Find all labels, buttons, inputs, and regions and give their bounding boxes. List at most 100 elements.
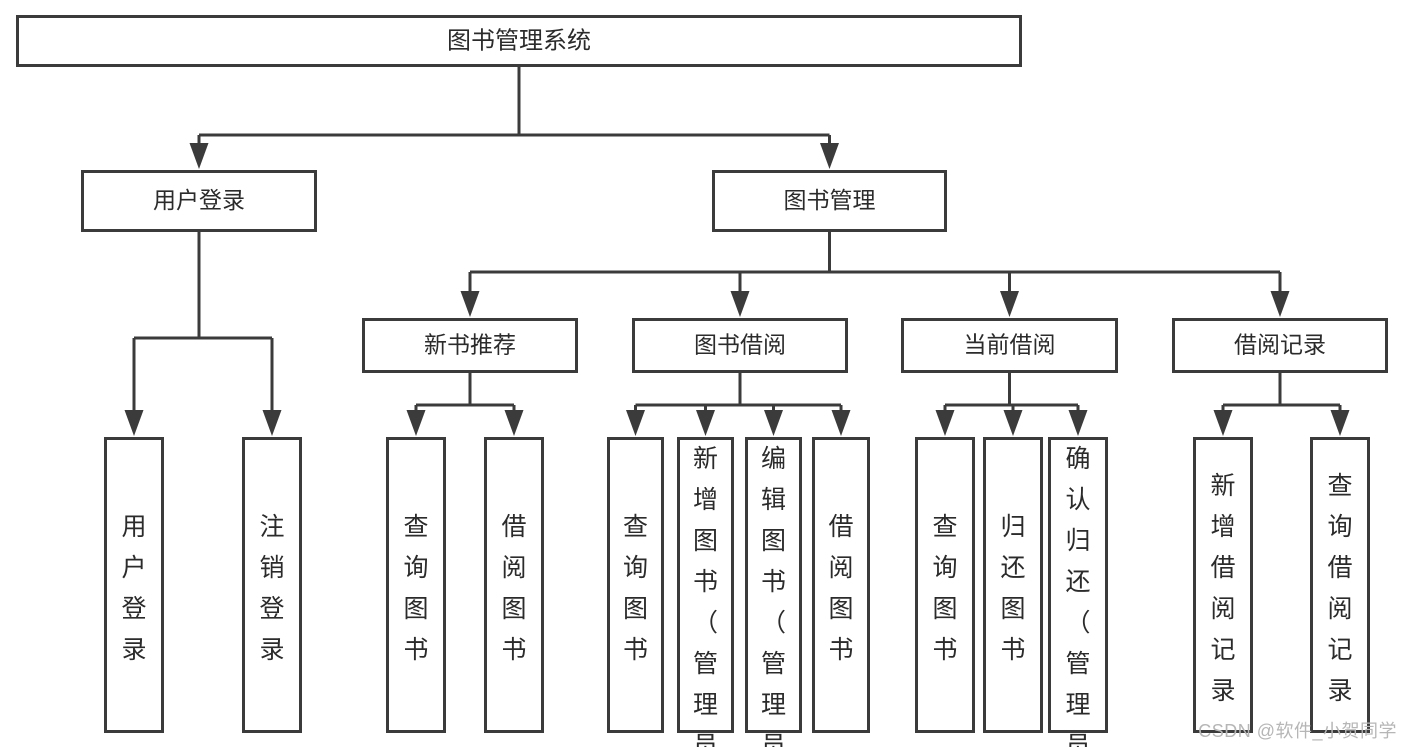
node-leaf-user-login[interactable]: 用户登录 bbox=[104, 437, 164, 733]
arrow-head-icon bbox=[1068, 410, 1088, 436]
node-label-char: 书 bbox=[761, 568, 786, 596]
node-label-char: （ bbox=[1065, 609, 1090, 637]
node-label-char: 书 bbox=[693, 568, 718, 596]
node-box bbox=[1048, 437, 1108, 733]
arrow-head-icon bbox=[1213, 410, 1233, 436]
node-borrow-record[interactable]: 借阅记录 bbox=[1172, 318, 1388, 373]
arrow-head-icon bbox=[935, 410, 955, 436]
node-box bbox=[632, 318, 848, 373]
node-label-char: 还 bbox=[1065, 568, 1090, 596]
node-label-char: 编 bbox=[761, 445, 786, 473]
node-label-char: 查 bbox=[1327, 472, 1352, 500]
connector-layer bbox=[124, 67, 1350, 436]
node-label-char: 辑 bbox=[761, 486, 786, 514]
node-label-char: 询 bbox=[403, 554, 428, 582]
node-label-char: 查 bbox=[403, 513, 428, 541]
node-label: 图书管理 bbox=[784, 187, 876, 213]
arrow-head-icon bbox=[696, 410, 715, 436]
node-label-char: 录 bbox=[1210, 677, 1235, 705]
node-label-char: 询 bbox=[932, 554, 957, 582]
node-label-char: 理 bbox=[1065, 691, 1090, 719]
node-label: 当前借阅 bbox=[964, 332, 1056, 358]
node-box bbox=[242, 437, 302, 733]
node-layer: 图书管理系统用户登录图书管理新书推荐图书借阅当前借阅借阅记录用户登录注销登录查询… bbox=[16, 15, 1388, 747]
node-label-char: 书 bbox=[1000, 636, 1025, 664]
arrow-head-icon bbox=[626, 410, 645, 436]
node-current-borrow[interactable]: 当前借阅 bbox=[901, 318, 1118, 373]
node-label-char: 借 bbox=[501, 513, 526, 541]
node-label-char: 书 bbox=[501, 636, 526, 664]
node-label-char: （ bbox=[693, 609, 718, 637]
node-label-char: 录 bbox=[1327, 677, 1352, 705]
node-label: 借阅记录 bbox=[1234, 332, 1326, 358]
node-label-char: 录 bbox=[121, 636, 146, 664]
node-label-char: 增 bbox=[1210, 513, 1235, 541]
node-label-char: 还 bbox=[1000, 554, 1025, 582]
node-new-book-rec[interactable]: 新书推荐 bbox=[362, 318, 578, 373]
arrow-head-icon bbox=[189, 143, 209, 169]
node-box bbox=[16, 15, 1022, 67]
node-box bbox=[712, 170, 947, 232]
node-label-char: 阅 bbox=[1210, 595, 1235, 623]
node-label-char: 管 bbox=[761, 650, 786, 678]
arrow-head-icon bbox=[764, 410, 783, 436]
arrow-head-icon bbox=[1270, 291, 1290, 317]
node-label-char: 询 bbox=[623, 554, 648, 582]
node-label-char: 阅 bbox=[501, 554, 526, 582]
node-label-char: 记 bbox=[1327, 636, 1352, 664]
node-label-char: 确 bbox=[1065, 445, 1090, 473]
node-book-manage[interactable]: 图书管理 bbox=[712, 170, 947, 232]
arrow-head-icon bbox=[504, 410, 524, 436]
arrow-head-icon bbox=[1000, 291, 1019, 317]
node-label-char: 登 bbox=[259, 595, 284, 623]
node-book-borrow[interactable]: 图书借阅 bbox=[632, 318, 848, 373]
node-root[interactable]: 图书管理系统 bbox=[16, 15, 1022, 67]
node-label-char: 书 bbox=[932, 636, 957, 664]
node-label-char: 图 bbox=[1000, 595, 1025, 623]
node-label-char: 销 bbox=[259, 554, 284, 582]
node-label-char: 图 bbox=[403, 595, 428, 623]
arrow-head-icon bbox=[730, 291, 750, 317]
node-label: 图书管理系统 bbox=[447, 27, 591, 54]
arrow-head-icon bbox=[1003, 410, 1023, 436]
node-box bbox=[1172, 318, 1388, 373]
node-label-char: 认 bbox=[1065, 486, 1090, 514]
node-label-char: 管 bbox=[1065, 650, 1090, 678]
node-box bbox=[362, 318, 578, 373]
node-label-char: 员 bbox=[693, 732, 718, 747]
arrow-head-icon bbox=[820, 143, 839, 169]
node-label-char: 图 bbox=[761, 527, 786, 555]
node-label-char: 图 bbox=[623, 595, 648, 623]
node-label-char: 用 bbox=[121, 513, 146, 541]
node-user-login[interactable]: 用户登录 bbox=[81, 170, 317, 232]
node-label-char: （ bbox=[761, 609, 786, 637]
node-label-char: 记 bbox=[1210, 636, 1235, 664]
node-label-char: 阅 bbox=[1327, 595, 1352, 623]
node-label-char: 理 bbox=[693, 691, 718, 719]
node-label-char: 注 bbox=[259, 513, 284, 541]
node-label-char: 增 bbox=[693, 486, 718, 514]
arrow-head-icon bbox=[831, 410, 851, 436]
node-label-char: 询 bbox=[1327, 513, 1352, 541]
node-box bbox=[484, 437, 544, 733]
node-box bbox=[812, 437, 870, 733]
node-label-char: 阅 bbox=[828, 554, 853, 582]
node-label-char: 借 bbox=[1210, 554, 1235, 582]
node-label: 用户登录 bbox=[153, 187, 245, 213]
node-label-char: 借 bbox=[828, 513, 853, 541]
node-label-char: 查 bbox=[932, 513, 957, 541]
